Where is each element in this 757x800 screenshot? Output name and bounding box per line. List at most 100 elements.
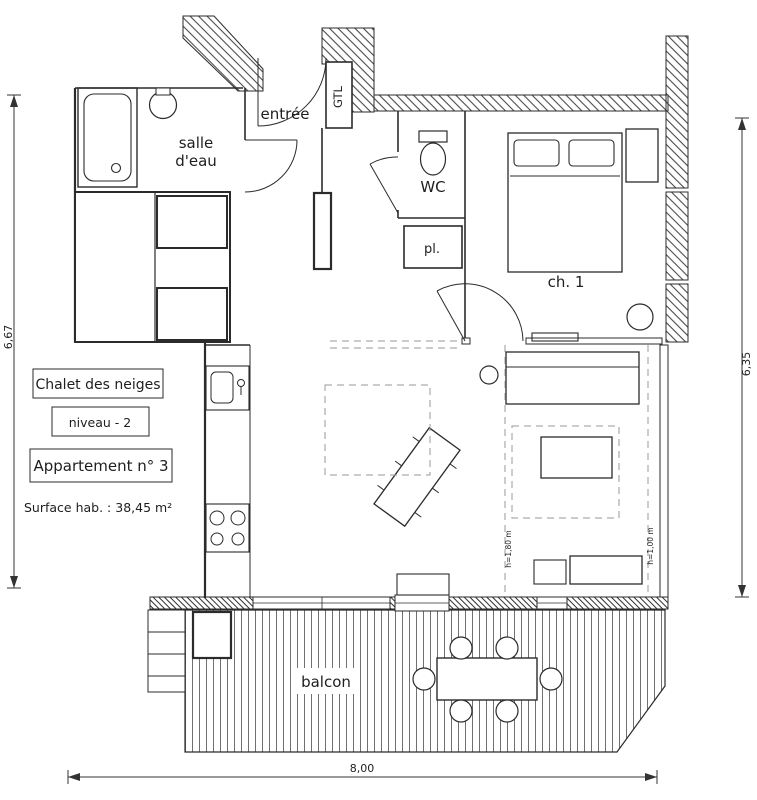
- bedroom-chair: [626, 303, 654, 331]
- closet-pl: [403, 225, 463, 269]
- dimension-lines: 6,67 6,35 8,00: [2, 94, 753, 784]
- doors: [244, 57, 524, 342]
- balcony-chair: [495, 636, 519, 660]
- chair-tick: [432, 487, 440, 494]
- balcony-planter: [191, 610, 233, 660]
- living-furniture: [373, 351, 643, 596]
- bathtub-inner: [83, 93, 132, 182]
- bathroom-door-arc: [244, 139, 298, 193]
- titleblock-surface: Surface hab. : 38,45 m²: [24, 500, 172, 515]
- ceiling-slope-rect: [324, 384, 431, 476]
- ceiling-height-label-180: h=1,80 m: [504, 530, 513, 567]
- label-balcon: balcon: [301, 673, 351, 691]
- dim-arrow: [68, 773, 80, 781]
- ceiling-height-label-100: h=1,00 m: [646, 527, 655, 564]
- dim-arrow: [738, 585, 746, 597]
- wall-hatch-right-3: [665, 283, 689, 343]
- chair-tick: [394, 460, 402, 467]
- cabinet-bottom-right: [569, 555, 643, 585]
- pillow: [568, 139, 615, 167]
- balcony-chair: [539, 667, 563, 691]
- dim-arrow: [10, 95, 18, 107]
- washbasin-tap: [155, 87, 171, 96]
- label-placard: pl.: [424, 242, 440, 257]
- label-gtl: GTL: [331, 85, 345, 108]
- gtl-box: [325, 61, 353, 129]
- kitchen-sink-basin: [210, 371, 234, 404]
- dim-label-right: 6,35: [740, 352, 753, 377]
- wall-hatch-top: [373, 94, 669, 112]
- titleblock-box-niveau: [51, 406, 150, 437]
- chair-tick: [449, 463, 457, 470]
- bathroom-fixtures: [77, 61, 448, 188]
- interior-walls: [244, 88, 663, 612]
- ceiling-dashed: [324, 340, 649, 597]
- bedroom-furniture: [507, 128, 659, 342]
- stove-burner: [209, 510, 225, 526]
- titleblock-appartement: Appartement n° 3: [33, 457, 168, 475]
- label-salle-deau-1: salle: [179, 134, 214, 152]
- label-salle-deau-2: d'eau: [175, 152, 217, 170]
- label-chambre: ch. 1: [548, 273, 585, 291]
- balcony-label-bg: [293, 668, 359, 694]
- balcony-chair: [449, 636, 473, 660]
- wall-hatch-top-left: [182, 15, 264, 92]
- wardrobe-box-top: [156, 195, 228, 249]
- wall-bedroom-bottom-stub: [461, 337, 471, 345]
- dim-arrow: [738, 118, 746, 130]
- stove: [205, 503, 250, 553]
- titleblock-chalet: Chalet des neiges: [35, 377, 160, 393]
- entrance-door-arc: [257, 57, 327, 127]
- labels: entrée GTL salle d'eau WC pl. ch. 1 balc…: [24, 85, 655, 691]
- pillow: [513, 139, 560, 167]
- wc-door-leaf: [369, 163, 399, 214]
- balcony: [147, 609, 666, 753]
- chair-tick: [412, 436, 420, 442]
- sofa: [505, 351, 640, 405]
- toilet-tank: [418, 130, 448, 143]
- stove-burner: [230, 510, 246, 526]
- titleblock-box-appartement: [29, 448, 173, 483]
- wardrobe: [74, 191, 231, 343]
- balcony-chair: [495, 699, 519, 723]
- dining-table: [373, 426, 461, 528]
- nightstand: [625, 128, 659, 183]
- stool: [479, 365, 499, 385]
- cabinet-bottom-small: [533, 559, 567, 585]
- wall-column: [312, 191, 333, 271]
- titleblock-niveau: niveau - 2: [69, 415, 131, 430]
- coffee-table: [540, 436, 613, 479]
- wall-hatch-right-2: [665, 191, 689, 281]
- balcony-chair: [412, 667, 436, 691]
- ceiling-slope-rect: [511, 425, 620, 519]
- bedroom-door-arc: [436, 283, 524, 342]
- dim-label-bottom: 8,00: [350, 762, 375, 775]
- kitchen-tap: [237, 379, 245, 387]
- titleblock: [29, 368, 173, 483]
- dining-table-angled: [373, 426, 461, 528]
- balcony-steps: [147, 609, 186, 693]
- bathtub-outer: [77, 87, 138, 188]
- wardrobe-box-bottom: [156, 287, 228, 341]
- bedroom-door-leaf: [436, 290, 466, 342]
- wall-right-lower-window: [659, 344, 669, 598]
- balcony-table: [436, 657, 538, 701]
- cabinet-bottom-left: [396, 573, 450, 596]
- kitchen-sink-unit: [205, 365, 250, 411]
- chair-tick: [414, 512, 422, 518]
- balcony-chair: [449, 699, 473, 723]
- stove-burner: [231, 532, 245, 546]
- dim-arrow: [10, 576, 18, 588]
- wall-hatch-right-1: [665, 35, 689, 189]
- bathtub-drain: [110, 162, 122, 174]
- label-entree: entrée: [261, 105, 310, 123]
- dim-label-left: 6,67: [2, 325, 15, 350]
- bed: [507, 132, 623, 273]
- washbasin: [148, 90, 178, 120]
- chair-tick: [377, 484, 385, 491]
- label-wc: WC: [420, 178, 445, 196]
- kitchen: [205, 344, 251, 597]
- bedroom-shelf: [531, 332, 579, 342]
